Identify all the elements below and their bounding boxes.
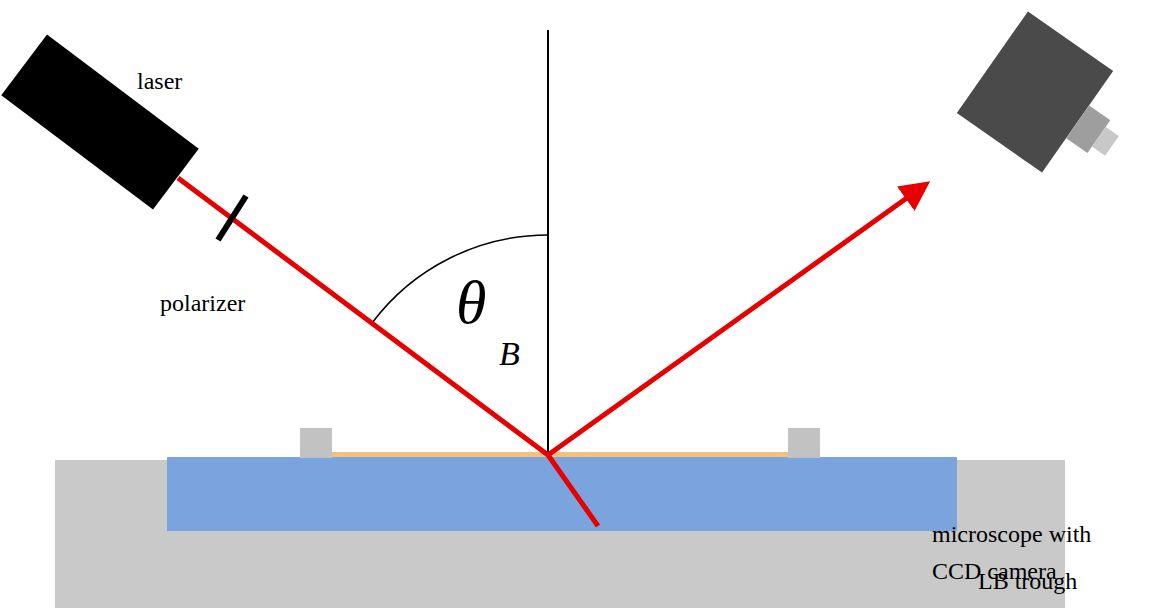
microscope-camera	[957, 11, 1148, 196]
laser-label: laser	[137, 66, 182, 96]
barrier	[788, 428, 820, 458]
refracted-beam	[548, 455, 598, 526]
monolayer-film	[332, 452, 788, 457]
angle-symbol: θ	[456, 268, 486, 336]
polarizer-label: polarizer	[160, 288, 245, 318]
laser	[1, 34, 198, 209]
angle-subscript: B	[499, 335, 520, 372]
reflected-beam	[548, 190, 918, 455]
water	[167, 457, 957, 531]
barrier	[300, 428, 332, 458]
polarizer	[218, 196, 246, 240]
normal-line	[547, 30, 549, 455]
incident-beam	[178, 178, 548, 455]
trough-label: LB trough	[978, 566, 1077, 596]
